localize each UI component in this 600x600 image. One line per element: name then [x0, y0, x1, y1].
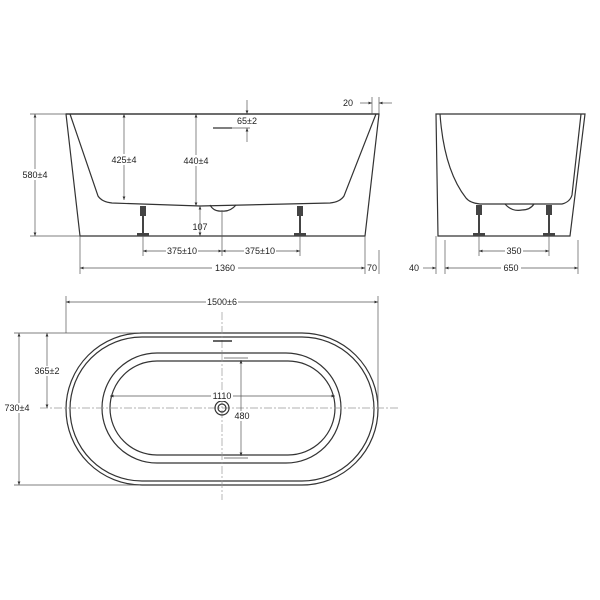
dim-basin-length: 1110 [213, 391, 232, 401]
dim-foot-spacing-right: 375±10 [245, 246, 275, 256]
side-outer-shell [435, 113, 586, 237]
dim-overall-height: 580±4 [23, 170, 48, 180]
dim-base-length: 1360 [215, 263, 235, 273]
dim-half-width: 365±2 [35, 366, 60, 376]
dim-inner-depth-center: 440±4 [184, 156, 209, 166]
dim-overall-width: 730±4 [5, 403, 30, 413]
dim-overflow-height: 65±2 [237, 116, 257, 126]
front-view: 580±4 425±4 440±4 65±2 20 107 375±10 375… [22, 97, 392, 274]
front-outer-shell [65, 113, 380, 237]
dim-side-foot-spacing: 350 [506, 246, 521, 256]
dim-overall-length: 1500±6 [207, 297, 237, 307]
dim-drain-clearance: 107 [192, 222, 207, 232]
top-basin-outer [101, 352, 342, 464]
dim-inner-depth-side: 425±4 [112, 155, 137, 165]
top-view: 1500±6 730±4 365±2 1110 480 [4, 296, 400, 500]
side-inner-basin [439, 113, 582, 205]
dim-overhang: 70 [367, 263, 377, 273]
dim-rim-thickness: 20 [343, 98, 353, 108]
dim-side-overhang: 40 [409, 263, 419, 273]
dim-side-base-width: 650 [503, 263, 518, 273]
front-left-foot [137, 206, 149, 236]
dim-basin-width: 480 [234, 411, 249, 421]
dim-foot-spacing-left: 375±10 [167, 246, 197, 256]
side-view: 350 40 650 [409, 113, 586, 274]
front-right-foot [294, 206, 306, 236]
